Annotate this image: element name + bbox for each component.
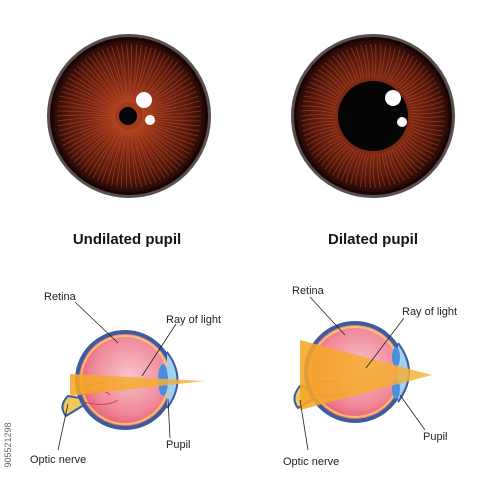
highlight-large <box>136 92 152 108</box>
light-ray <box>70 374 205 396</box>
highlight-large <box>385 90 401 106</box>
pupil-small <box>119 107 137 125</box>
caption-undilated: Undilated pupil <box>72 231 182 248</box>
label-retina: Retina <box>292 285 325 297</box>
lens-upper <box>392 347 400 367</box>
label-optic-nerve: Optic nerve <box>283 456 339 468</box>
label-ray-of-light: Ray of light <box>166 314 221 326</box>
iris-fiber-icon <box>300 43 446 189</box>
undilated-iris <box>47 34 211 198</box>
label-ray-of-light: Ray of light <box>402 306 457 318</box>
eye-cross-section-dilated: Retina Ray of light Pupil Optic nerve <box>283 285 457 468</box>
stock-id-strip: 905521298 <box>1 390 15 500</box>
highlight-small <box>145 115 155 125</box>
stock-id: 905521298 <box>3 422 13 468</box>
label-pupil: Pupil <box>166 439 190 451</box>
label-pupil: Pupil <box>423 431 447 443</box>
highlight-small <box>397 117 407 127</box>
caption-dilated: Dilated pupil <box>328 231 418 248</box>
label-optic-nerve: Optic nerve <box>30 454 86 466</box>
label-retina: Retina <box>44 291 77 303</box>
eye-cross-section-undilated: Retina Ray of light Pupil Optic nerve <box>30 291 221 466</box>
dilated-iris <box>291 34 455 198</box>
iris-fiber-icon <box>56 43 202 189</box>
light-ray <box>300 340 432 410</box>
